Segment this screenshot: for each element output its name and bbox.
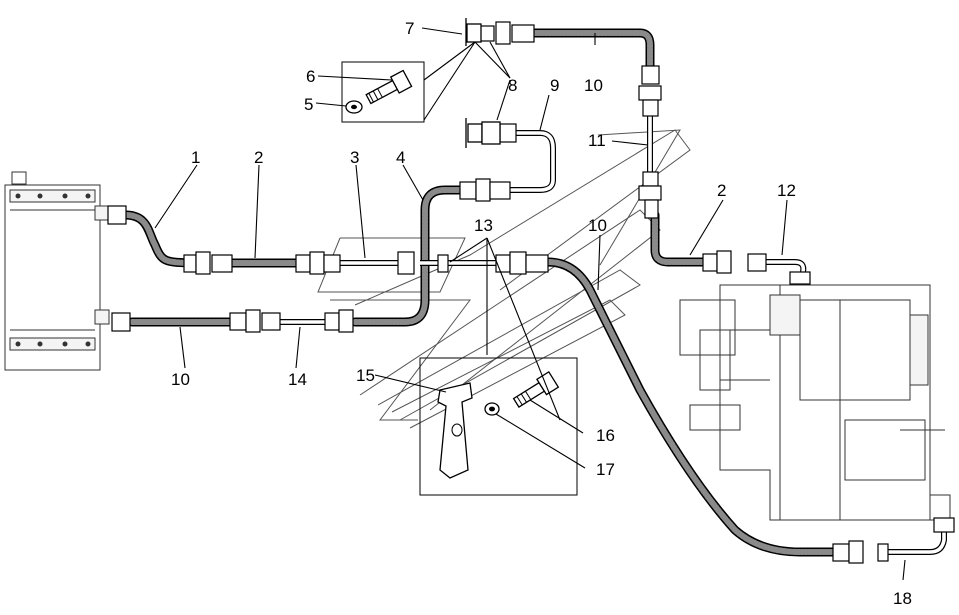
label-12: 12: [777, 181, 796, 200]
inset-bolt-washer: [341, 61, 425, 123]
label-8: 8: [508, 76, 517, 95]
fittings: [107, 21, 955, 564]
label-9: 9: [550, 76, 559, 95]
label-16: 16: [596, 426, 615, 445]
filter-unit: [4, 171, 110, 371]
label-6: 6: [306, 67, 315, 86]
label-10-mid: 10: [588, 216, 607, 235]
gearbox-housing: [679, 284, 951, 521]
label-1: 1: [191, 148, 200, 167]
perspective-guide-lines: [317, 129, 691, 429]
leader-lines: [154, 27, 906, 581]
label-11: 11: [588, 131, 606, 150]
label-17: 17: [596, 460, 615, 479]
label-10-top: 10: [584, 76, 603, 95]
label-14: 14: [288, 370, 307, 389]
hoses: [120, 28, 840, 557]
hose-10-upper: [530, 28, 655, 73]
hose-2-right: [650, 210, 710, 267]
inset-bracket-bolt: [419, 357, 578, 496]
label-2-right: 2: [717, 181, 726, 200]
label-3: 3: [350, 148, 359, 167]
label-7: 7: [405, 19, 414, 38]
label-4: 4: [396, 148, 405, 167]
part-labels: 1 2 3 4 5 6 7 8 9 10 10 10 11 2 12 13 14…: [171, 19, 912, 608]
label-5: 5: [304, 95, 313, 114]
label-2-left: 2: [254, 148, 263, 167]
shutoff-valves: [465, 18, 501, 148]
label-15: 15: [356, 366, 375, 385]
label-18: 18: [893, 589, 912, 608]
label-10-left: 10: [171, 370, 190, 389]
label-13: 13: [474, 216, 493, 235]
pipe-18: [880, 532, 947, 555]
